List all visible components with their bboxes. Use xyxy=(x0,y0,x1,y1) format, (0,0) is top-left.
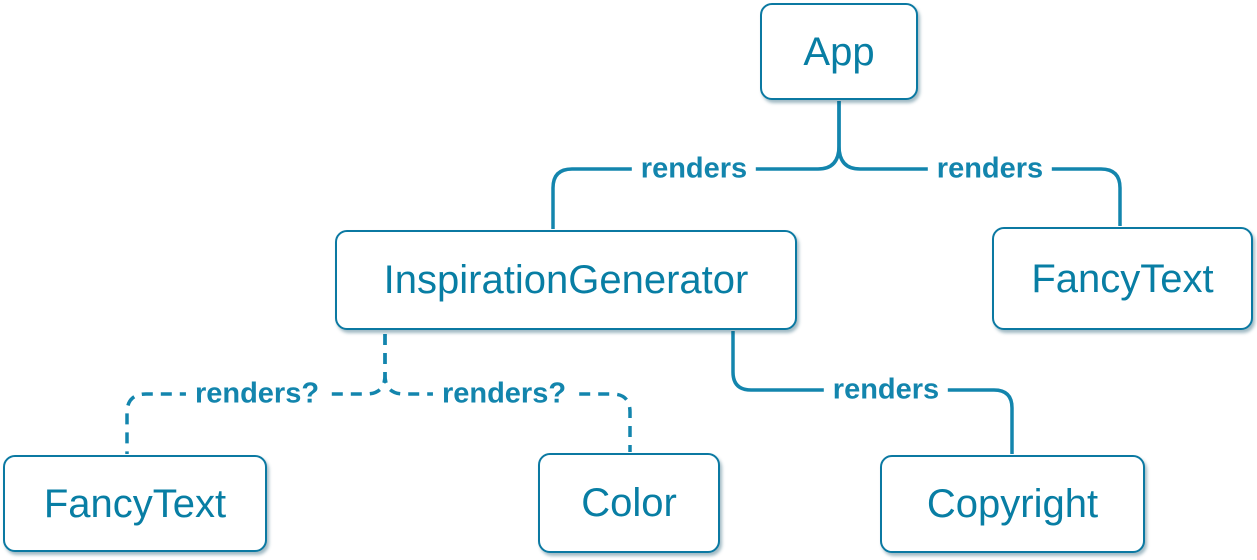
node-fancy-text-top: FancyText xyxy=(992,227,1253,330)
node-fancy-text-bottom: FancyText xyxy=(3,455,267,552)
node-color-label: Color xyxy=(581,481,677,525)
node-copyright-label: Copyright xyxy=(926,482,1099,526)
edge-label-renders-q-inspiration-fancytext: renders? xyxy=(185,377,329,411)
node-inspiration-generator-label: InspirationGenerator xyxy=(383,258,749,302)
node-inspiration-generator: InspirationGenerator xyxy=(335,230,797,330)
edge-label-renders-q-inspiration-color: renders? xyxy=(432,377,576,411)
node-fancy-text-top-label: FancyText xyxy=(1031,256,1214,301)
edge-label-renders-inspiration-copyright: renders xyxy=(823,373,949,407)
edge-label-renders-app-fancytext: renders xyxy=(927,152,1053,186)
node-color: Color xyxy=(538,453,720,553)
node-fancy-text-bottom-label: FancyText xyxy=(43,481,227,526)
node-copyright: Copyright xyxy=(880,455,1145,553)
node-app-label: App xyxy=(803,29,875,74)
node-app: App xyxy=(760,3,918,100)
edge-label-renders-app-inspiration: renders xyxy=(631,152,757,186)
